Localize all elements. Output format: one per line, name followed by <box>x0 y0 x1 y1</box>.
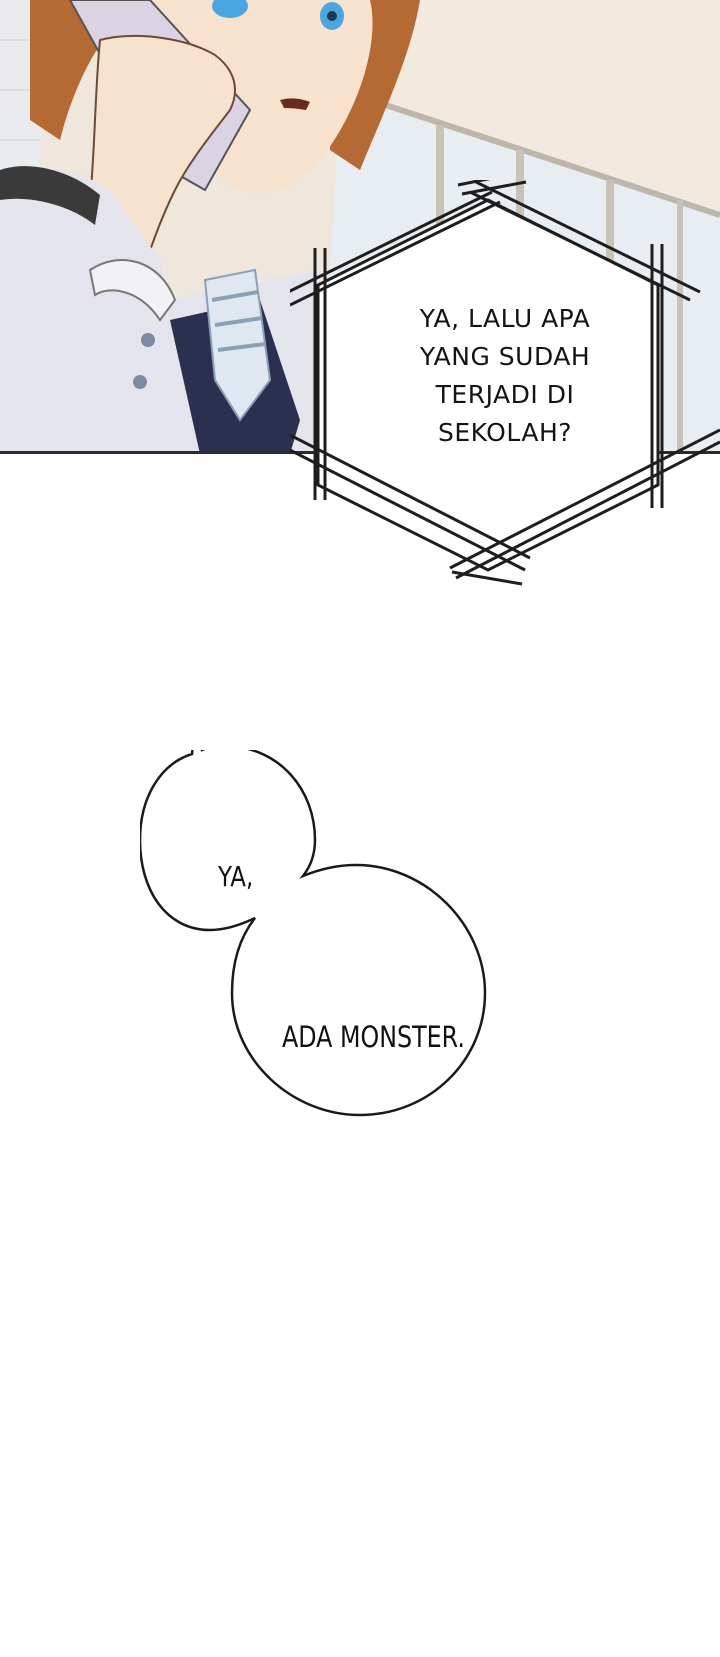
caption-text: YA, LALU APA YANG SUDAH TERJADI DI SEKOL… <box>380 300 630 452</box>
caption-line: YANG SUDAH <box>419 342 591 371</box>
speech-text-first: YA, <box>218 860 254 893</box>
caption-line: TERJADI DI <box>435 380 575 409</box>
speech-text-second: ADA MONSTER. <box>282 1020 465 1054</box>
speech-bubble-shapes <box>140 750 487 1117</box>
hexagon-frame <box>290 180 720 586</box>
caption-line: SEKOLAH? <box>437 418 573 447</box>
caption-line: YA, LALU APA <box>419 304 591 333</box>
caption-box: YA, LALU APA YANG SUDAH TERJADI DI SEKOL… <box>290 180 720 610</box>
speech-bubble-group: YA, ADA MONSTER. <box>140 750 520 1180</box>
